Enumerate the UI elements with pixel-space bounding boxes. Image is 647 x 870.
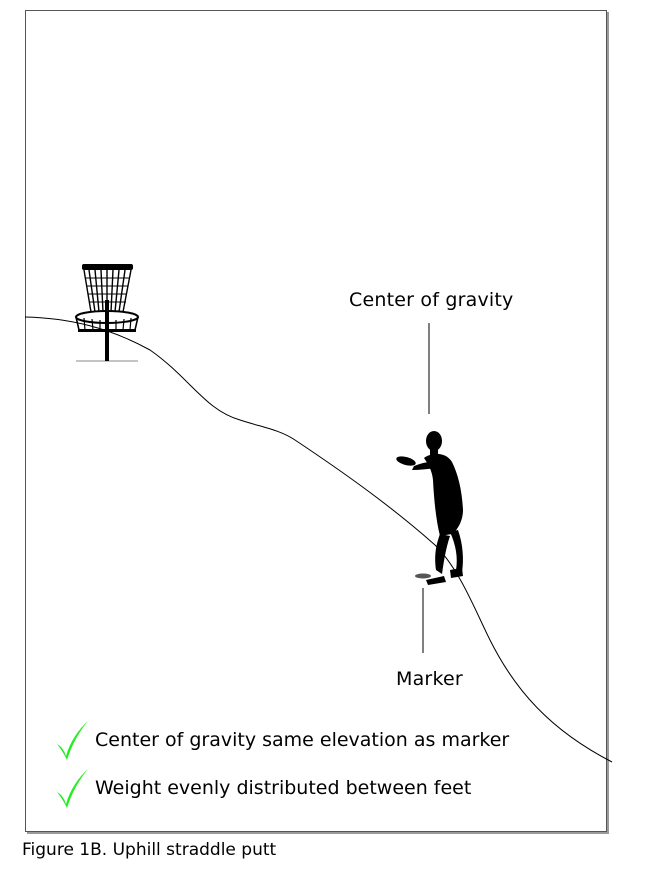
checklist-item: Center of gravity same elevation as mark… [55,720,509,760]
player-silhouette-icon [396,431,463,585]
hill-slope-line [24,316,613,763]
checklist-item: Weight evenly distributed between feet [55,768,471,808]
check-icon [57,769,88,808]
marker-disc-icon [415,573,431,579]
marker-label: Marker [396,668,463,690]
check-icon [57,721,88,760]
disc-golf-basket-icon [75,264,139,362]
checklist-item-text: Center of gravity same elevation as mark… [95,729,510,751]
checklist-item-text: Weight evenly distributed between feet [95,777,472,799]
center-of-gravity-label: Center of gravity [349,289,514,311]
figure-frame [25,10,607,832]
figure-caption: Figure 1B. Uphill straddle putt [22,840,277,860]
